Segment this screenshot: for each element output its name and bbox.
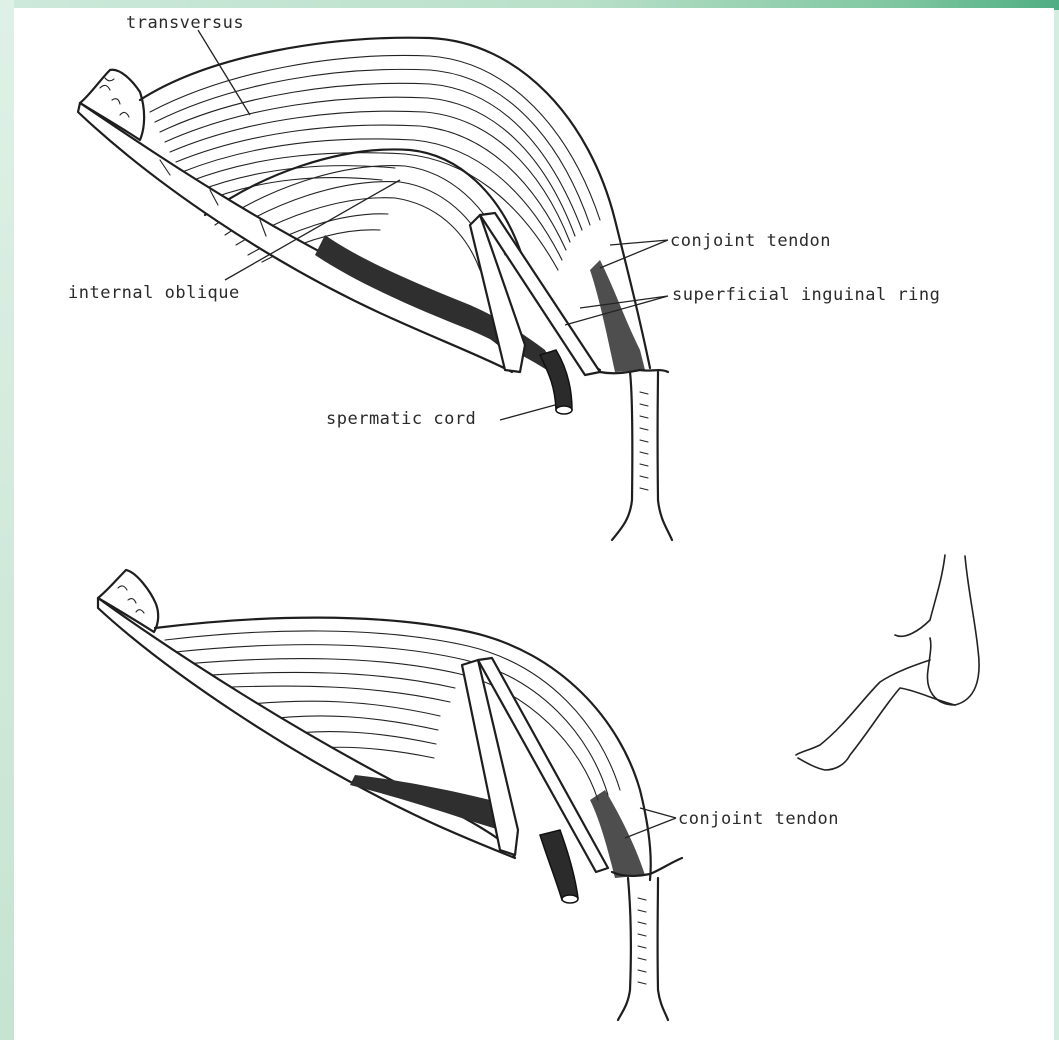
bottom-spermatic-cord (540, 830, 578, 903)
bottom-inguinal-ligament (98, 598, 515, 858)
top-figure: transversus internal oblique conjoint te… (68, 13, 940, 540)
label-conjoint-tendon-bottom: conjoint tendon (678, 809, 839, 829)
label-internal-oblique: internal oblique (68, 283, 240, 303)
inguinal-anatomy-diagram: transversus internal oblique conjoint te… (14, 8, 1054, 1040)
figure-panel: transversus internal oblique conjoint te… (14, 8, 1054, 1040)
bottom-spermatic-cord-channel (350, 775, 500, 830)
bottom-figure: conjoint tendon (98, 570, 839, 1020)
top-spermatic-cord (540, 350, 572, 414)
top-internal-oblique-muscle (205, 149, 600, 370)
label-transversus: transversus (126, 13, 244, 33)
bottom-muscle-sheet (155, 618, 651, 880)
label-conjoint-tendon-top: conjoint tendon (670, 231, 831, 251)
top-pubic-column (600, 370, 672, 540)
bottom-pubic-column (612, 858, 682, 1020)
label-superficial-inguinal-ring: superficial inguinal ring (672, 285, 940, 305)
label-spermatic-cord: spermatic cord (326, 409, 476, 429)
slide-left-accent-band (0, 0, 14, 1040)
bottom-leader-lines (625, 808, 676, 838)
posture-figure-illustration (796, 555, 979, 770)
